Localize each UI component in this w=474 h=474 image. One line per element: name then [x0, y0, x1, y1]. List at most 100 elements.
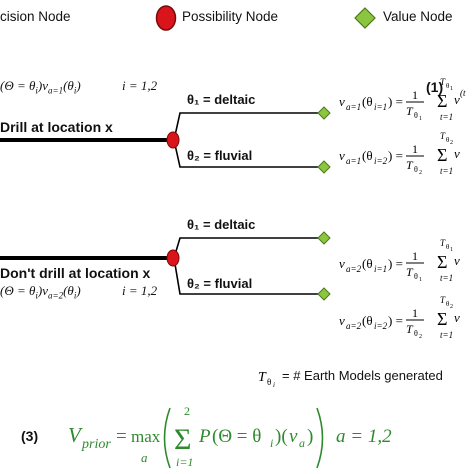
svg-text:Σ: Σ [437, 252, 447, 272]
svg-text:a=2: a=2 [346, 321, 362, 331]
footnote-text: = # Earth Models generated [282, 368, 443, 383]
value-formula-a2-i2: v a=2 (θ i=2 ) = 1 T θ 2 T θ 2 Σ t=1 v [339, 295, 460, 340]
svg-text:v: v [339, 313, 345, 328]
svg-text:T: T [440, 77, 446, 87]
svg-text:v: v [454, 92, 460, 107]
bottom-theta2-label: θ₂ = fluvial [187, 276, 253, 291]
svg-text:θ: θ [414, 329, 418, 338]
svg-text:=: = [116, 426, 127, 447]
svg-text:v: v [454, 253, 460, 268]
svg-text:a: a [141, 450, 148, 465]
bottom-fluvial-branch [173, 257, 318, 295]
svg-text:t=1: t=1 [440, 273, 453, 283]
svg-text:2: 2 [450, 140, 453, 146]
svg-text:θ: θ [414, 272, 418, 281]
top-probability-expression: (Θ = θi)va=1(θi) [0, 78, 81, 96]
legend-possibility-label: Possibility Node [182, 9, 279, 24]
svg-text:t=1: t=1 [440, 112, 453, 122]
svg-text:t=1: t=1 [440, 330, 453, 340]
bottom-possibility-node [166, 249, 180, 267]
svg-text:θ: θ [446, 300, 450, 308]
svg-text:Σ: Σ [437, 309, 447, 329]
svg-text:V: V [68, 423, 83, 447]
svg-text:θ: θ [414, 165, 418, 174]
svg-text:1: 1 [412, 88, 418, 102]
bottom-index-label: i = 1,2 [122, 283, 158, 298]
svg-text:1: 1 [412, 142, 418, 156]
top-theta2-label: θ₂ = fluvial [187, 148, 253, 163]
svg-text:1: 1 [412, 249, 418, 263]
svg-text:θ: θ [446, 82, 450, 90]
bottom-deltaic-branch [173, 237, 318, 259]
svg-text:i: i [273, 381, 275, 389]
svg-text:): ) [307, 426, 313, 447]
footnote-symbol: T θ i [258, 370, 275, 389]
bottom-probability-expression: (Θ = θi)va=2(θi) [0, 283, 81, 301]
top-deltaic-branch [173, 112, 318, 141]
equation-number-1: (1) [426, 79, 444, 95]
svg-text:T: T [440, 131, 446, 141]
top-index-label: i = 1,2 [122, 78, 158, 93]
svg-text:v: v [339, 148, 345, 163]
svg-text:1: 1 [412, 306, 418, 320]
svg-text:θ: θ [414, 111, 418, 120]
svg-text:a=1: a=1 [346, 156, 361, 166]
svg-text:T: T [406, 265, 414, 279]
value-node-legend-icon [354, 7, 376, 29]
bottom-decision-label: Don't drill at location x [0, 265, 151, 281]
value-formula-a2-i1: v a=2 (θ i=1 ) = 1 T θ 1 T θ 1 Σ t=1 v [339, 238, 460, 283]
svg-text:a=1: a=1 [346, 102, 361, 112]
svg-text:i=2: i=2 [374, 321, 388, 331]
svg-text:v: v [339, 94, 345, 109]
svg-text:max: max [131, 427, 161, 446]
svg-text:(θ: (θ [362, 148, 373, 163]
svg-text:v: v [339, 256, 345, 271]
svg-text:) =: ) = [388, 148, 403, 163]
svg-text:)(: )( [275, 426, 288, 447]
svg-text:v: v [289, 426, 298, 447]
svg-text:(t: (t [460, 88, 466, 98]
final-index-label: a = 1,2 [336, 426, 392, 447]
svg-text:T: T [406, 322, 414, 336]
svg-text:2: 2 [419, 334, 422, 340]
svg-text:i: i [270, 436, 273, 450]
svg-text:(θ: (θ [362, 94, 373, 109]
top-value-node-2 [317, 160, 331, 174]
svg-text:Σ: Σ [174, 423, 191, 456]
svg-text:i=1: i=1 [176, 455, 193, 469]
svg-text:2: 2 [419, 170, 422, 176]
value-formula-a1-i1: v a=1 (θ i=1 ) = 1 T θ 1 T θ 1 Σ t=1 v (… [339, 77, 466, 122]
svg-text:) =: ) = [388, 94, 403, 109]
top-theta1-label: θ₁ = deltaic [187, 92, 256, 107]
svg-text:θ: θ [446, 136, 450, 144]
svg-text:v: v [454, 146, 460, 161]
svg-text:i=2: i=2 [374, 156, 388, 166]
svg-text:(Θ = θ: (Θ = θ [212, 426, 261, 447]
svg-text:i=1: i=1 [374, 102, 387, 112]
svg-text:2: 2 [184, 404, 190, 418]
value-formula-a1-i2: v a=1 (θ i=2 ) = 1 T θ 2 T θ 2 Σ t=1 v [339, 131, 460, 176]
svg-text:T: T [406, 158, 414, 172]
svg-text:1: 1 [450, 247, 453, 253]
svg-text:Σ: Σ [437, 91, 447, 111]
svg-text:a: a [299, 436, 305, 450]
possibility-node-legend-icon [155, 5, 177, 31]
bottom-value-node-2 [317, 287, 331, 301]
svg-text:t=1: t=1 [440, 166, 453, 176]
svg-text:T: T [440, 295, 446, 305]
top-decision-label: Drill at location x [0, 119, 113, 135]
svg-text:1: 1 [419, 116, 422, 122]
prior-value-equation: V prior = max a 2 Σ i=1 P (Θ = θ i )( v … [68, 404, 324, 469]
svg-text:P: P [198, 426, 211, 447]
svg-text:i=1: i=1 [374, 264, 387, 274]
bottom-value-node-1 [317, 231, 331, 245]
svg-text:a=2: a=2 [346, 264, 362, 274]
top-possibility-node [166, 131, 180, 149]
svg-text:(θ: (θ [362, 313, 373, 328]
svg-text:T: T [440, 238, 446, 248]
svg-text:1: 1 [450, 86, 453, 92]
top-value-node-1 [317, 106, 331, 120]
svg-text:1: 1 [419, 277, 422, 283]
top-fluvial-branch [173, 139, 318, 168]
